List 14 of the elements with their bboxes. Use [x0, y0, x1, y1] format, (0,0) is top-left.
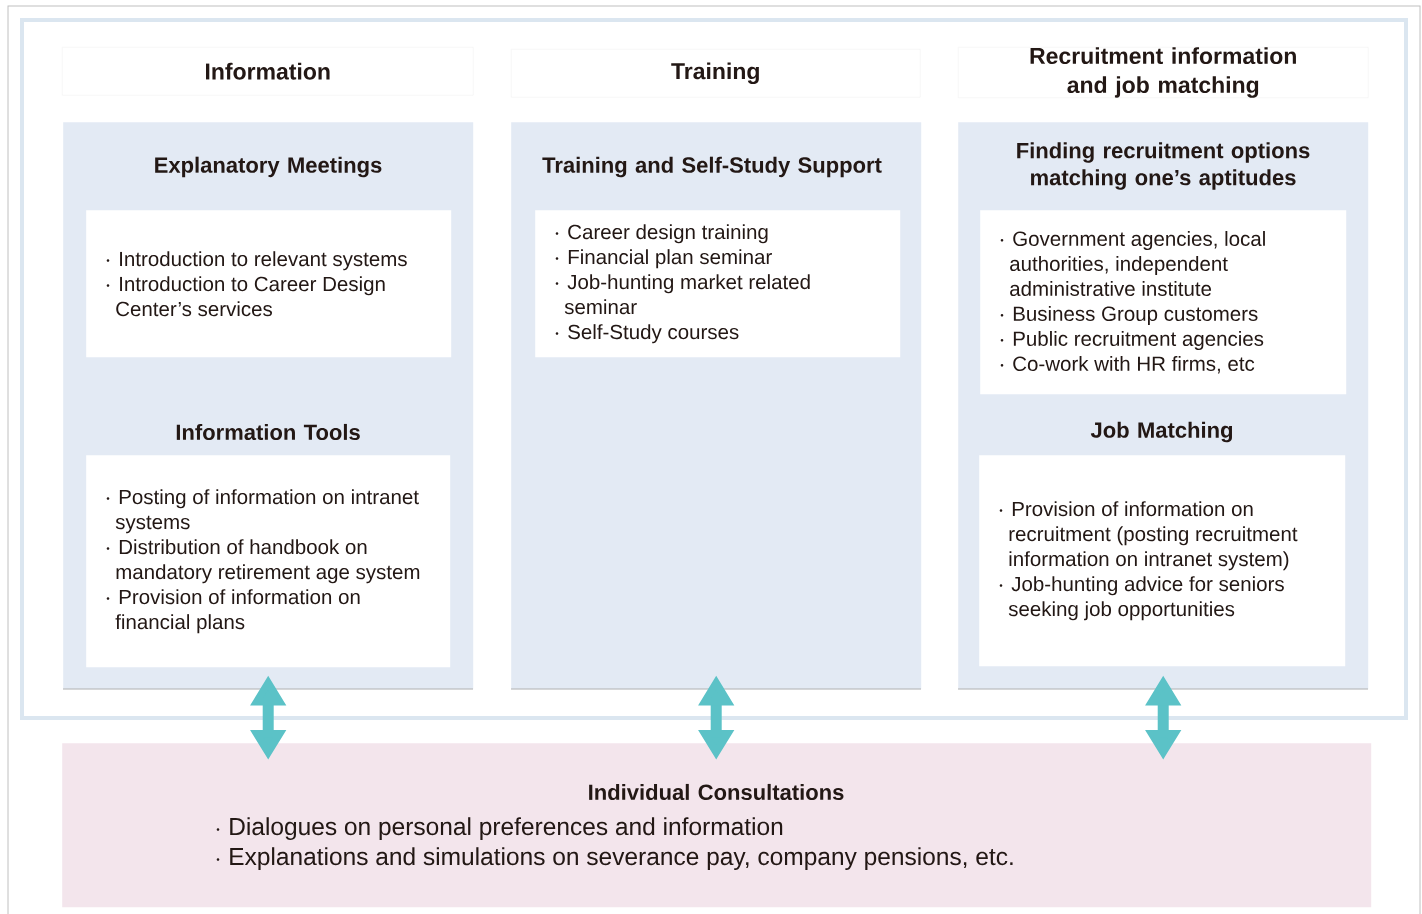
- section-heading: Explanatory Meetings: [155, 156, 382, 178]
- header-box: Recruitment information and job matching: [958, 47, 1369, 98]
- list-box: Provision of information on recruitment (posting recruitment information on intranet system) Job-hunting advice for seniors seeking job opportunities: [979, 455, 1346, 667]
- list-box: Career design training Financial plan seminar Job-hunting market related seminar Self-Study courses: [535, 210, 901, 358]
- section-heading: Job Matching: [1090, 421, 1233, 443]
- list-box: Posting of information on intranet systems Distribution of handbook on mandatory retirement age system Provision of information on financial plans: [86, 455, 451, 668]
- header-box: Training: [511, 49, 921, 98]
- section-heading: Information Tools: [176, 423, 360, 441]
- list-box: Introduction to relevant systems Introduction to Career Design Center’s services: [86, 210, 452, 358]
- consultation-box: Individual Consultations Dialogues on personal preferences and information Explanations and simulations on severance pay, company pensions, etc.: [62, 743, 1372, 908]
- header-box: Information: [62, 47, 474, 96]
- section-heading: Training and Self-Study Support: [542, 156, 882, 178]
- list-box: Government agencies, local authorities, independent administrative institute Business Group customers Public recruitment agencies Co-work with HR firms, etc: [980, 210, 1347, 395]
- section-heading: Finding recruitment options matching one’s aptitudes: [1017, 142, 1310, 190]
